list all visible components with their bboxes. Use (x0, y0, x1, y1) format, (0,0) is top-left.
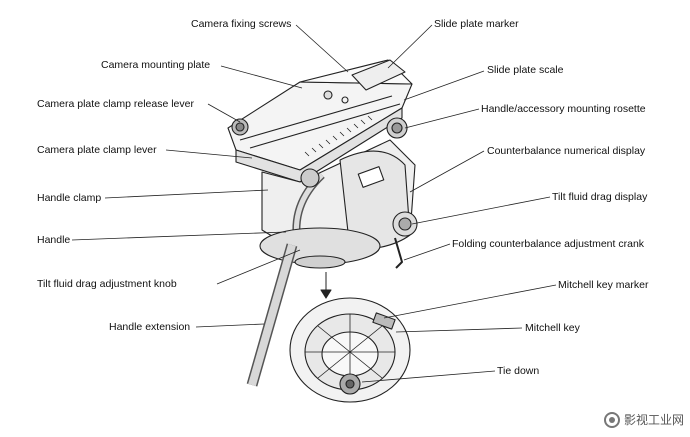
label-tilt-fluid-drag-adjustment-knob: Tilt fluid drag adjustment knob (37, 278, 177, 290)
slide-plate-scale-ticks (304, 115, 373, 157)
label-mitchell-key: Mitchell key (525, 322, 580, 334)
label-tie-down: Tie down (497, 365, 540, 377)
mitchell-key-shape (372, 312, 396, 330)
label-handle: Handle (37, 234, 71, 246)
watermark-logo-icon (603, 411, 620, 428)
watermark-text: 影视工业网 (623, 413, 684, 427)
leader-lines (71, 24, 557, 383)
label-handle-clamp: Handle clamp (37, 192, 102, 204)
label-tilt-fluid-drag-display: Tilt fluid drag display (552, 191, 648, 203)
label-handle-extension: Handle extension (109, 321, 191, 333)
label-folding-counterbalance-adjustment-crank: Folding counterbalance adjustment crank (452, 238, 645, 250)
label-camera-plate-clamp-release-lever: Camera plate clamp release lever (37, 98, 194, 110)
label-camera-mounting-plate: Camera mounting plate (101, 59, 211, 71)
label-mitchell-key-marker: Mitchell key marker (558, 279, 649, 291)
label-counterbalance-numerical-display: Counterbalance numerical display (487, 145, 646, 157)
label-slide-plate-marker: Slide plate marker (434, 18, 519, 30)
crank-shape (394, 237, 403, 269)
label-camera-fixing-screws: Camera fixing screws (191, 18, 292, 30)
label-camera-plate-clamp-lever: Camera plate clamp lever (37, 144, 157, 156)
watermark: 影视工业网 (603, 411, 684, 428)
label-handle-accessory-mounting-rosette: Handle/accessory mounting rosette (481, 103, 646, 115)
label-slide-plate-scale: Slide plate scale (487, 64, 564, 76)
